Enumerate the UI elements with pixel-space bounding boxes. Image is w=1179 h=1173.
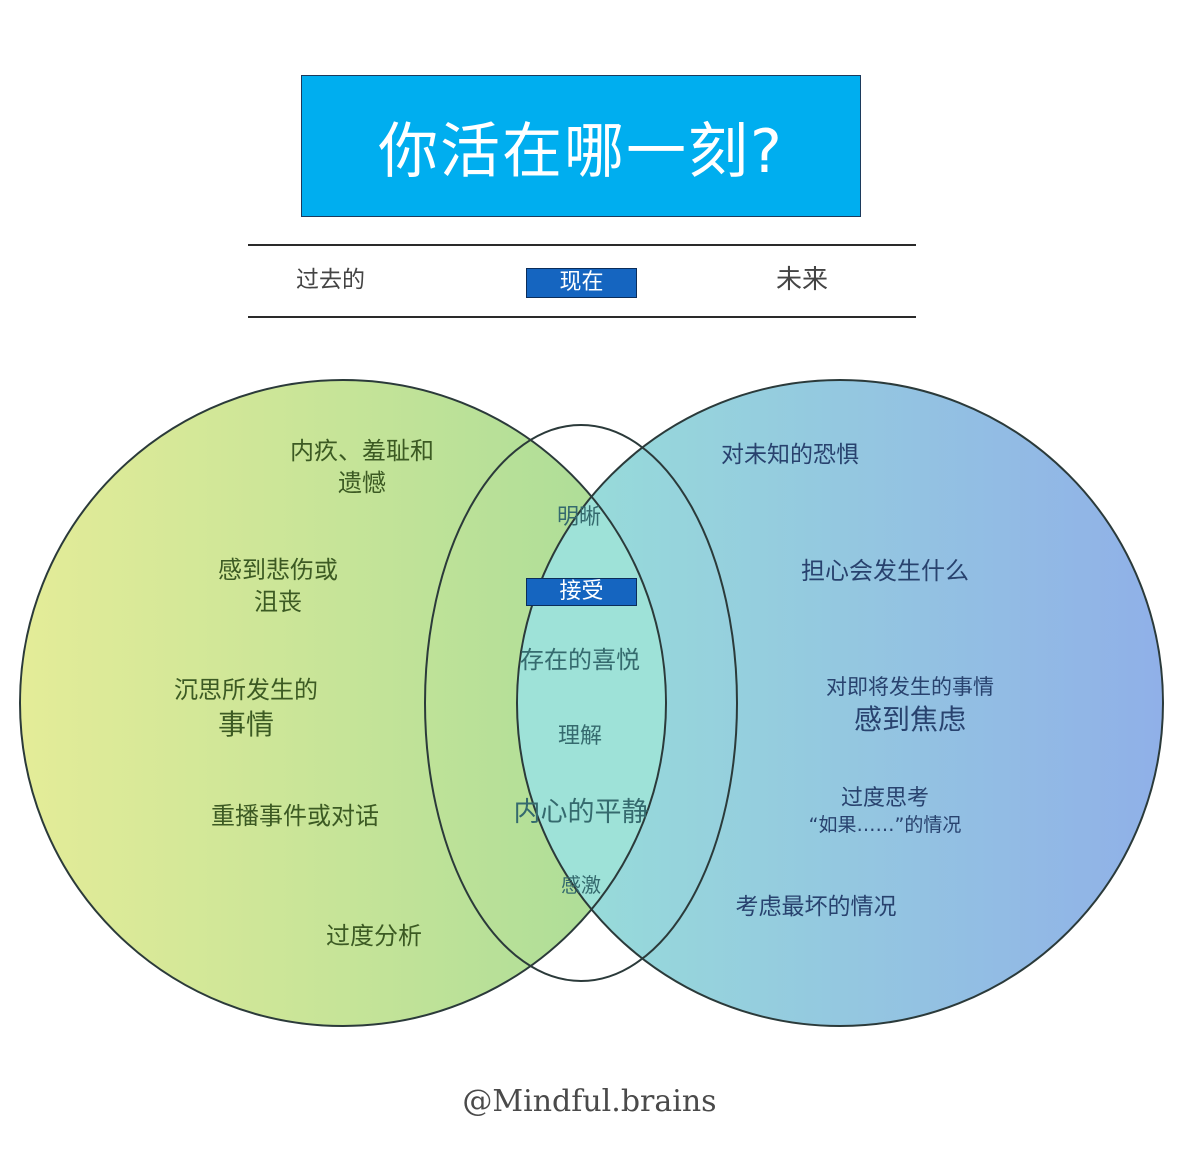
page-title: 你活在哪一刻? [378, 116, 784, 187]
past-item-sadness: 感到悲伤或 沮丧 [218, 556, 338, 616]
future-circle [517, 380, 1163, 1026]
past-item-overanalyzing: 过度分析 [326, 922, 422, 950]
title-banner: 你活在哪一刻? [301, 75, 861, 217]
timeline-bottom-rule [248, 316, 916, 318]
timeline-top-rule [248, 244, 916, 246]
present-item-gratitude: 感激 [561, 873, 601, 897]
future-item-worry: 担心会发生什么 [801, 557, 969, 585]
past-circle [20, 380, 666, 1026]
future-item-anxiety: 对即将发生的事情 感到焦虑 [826, 675, 994, 736]
present-item-joy: 存在的喜悦 [520, 646, 640, 674]
future-item-overthinking: 过度思考 “如果……”的情况 [808, 786, 962, 837]
timeline-past-label: 过去的 [296, 267, 365, 293]
present-item-clarity: 明晰 [556, 505, 602, 530]
present-item-acceptance: 接受 [526, 578, 637, 606]
present-item-inner-peace: 内心的平静 [513, 797, 649, 828]
timeline-present-tag: 现在 [526, 268, 637, 298]
timeline-future-label: 未来 [776, 265, 829, 295]
future-item-worst-case: 考虑最坏的情况 [735, 894, 897, 920]
past-item-guilt: 内疚、羞耻和 遗憾 [290, 437, 434, 497]
future-circle-outline [516, 379, 1164, 1027]
present-item-understanding: 理解 [557, 724, 603, 749]
credit-handle: @Mindful.brains [462, 1084, 717, 1119]
present-ellipse-outline [424, 424, 738, 982]
past-item-replaying: 重播事件或对话 [211, 802, 379, 830]
past-circle-outline [19, 379, 667, 1027]
past-item-ruminating: 沉思所发生的 事情 [174, 676, 318, 741]
future-item-fear: 对未知的恐惧 [721, 442, 859, 468]
